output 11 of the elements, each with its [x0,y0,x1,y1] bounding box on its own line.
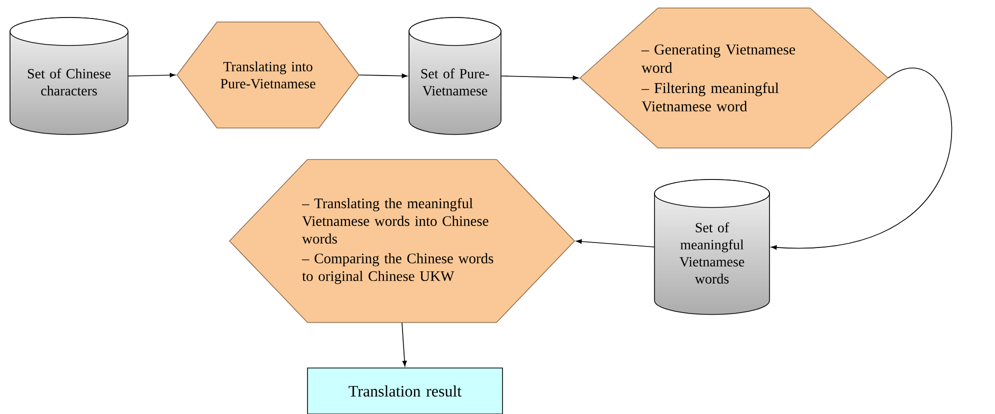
arrow [771,68,952,250]
arrow [358,74,408,78]
arrow [500,76,578,80]
database-cylinder: Set of meaningful Vietnamese words [654,179,770,315]
arrow [128,72,176,78]
process-hexagon: Translating into Pure-Vietnamese [176,22,360,128]
database-cylinder: Set of Pure-Vietnamese [408,17,502,135]
database-cylinder: Set of Chinese characters [10,17,128,135]
arrow [402,322,407,366]
result-box: Translation result [307,368,503,414]
arrow [576,239,655,248]
